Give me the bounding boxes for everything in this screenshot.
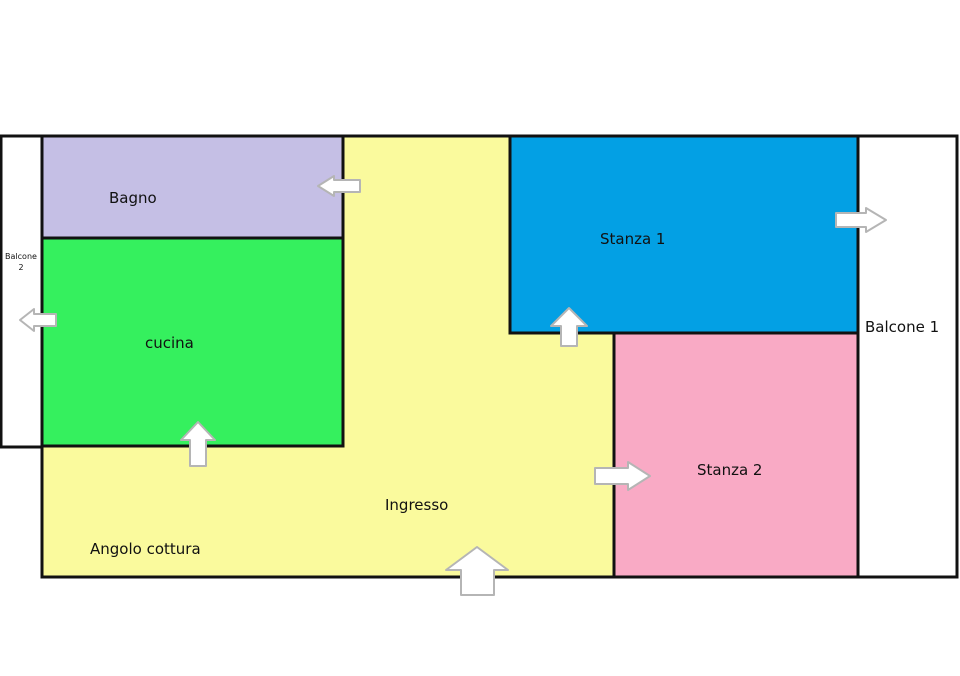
balcone-2-area xyxy=(0,134,44,449)
stanza-1-label: Stanza 1 xyxy=(600,230,665,248)
bagno-label: Bagno xyxy=(109,189,157,207)
bagno-area xyxy=(40,134,345,240)
cucina-door-arrow-icon xyxy=(180,421,216,467)
stanza-2-door-arrow-icon xyxy=(594,461,651,491)
balcone-2-label-line2: 2 xyxy=(18,263,23,272)
balcone-2-label-line1: Balcone xyxy=(5,252,37,261)
entrance-arrow-icon xyxy=(445,546,509,596)
cucina-area xyxy=(40,236,345,448)
stanza-2-area xyxy=(612,331,860,579)
bagno-door-arrow-icon xyxy=(317,175,361,197)
ingresso-label: Ingresso xyxy=(385,496,448,514)
balcone-2-door-arrow-icon xyxy=(19,308,57,332)
balcone-1-door-arrow-icon xyxy=(835,207,887,233)
stanza-1-area xyxy=(508,134,860,335)
stanza-2-label: Stanza 2 xyxy=(697,461,762,479)
stanza-1-door-arrow-icon xyxy=(550,307,588,347)
balcone-1-label: Balcone 1 xyxy=(865,318,939,336)
angolo-cottura-label: Angolo cottura xyxy=(90,540,201,558)
cucina-label: cucina xyxy=(145,334,194,352)
balcone-1-area xyxy=(856,134,959,579)
